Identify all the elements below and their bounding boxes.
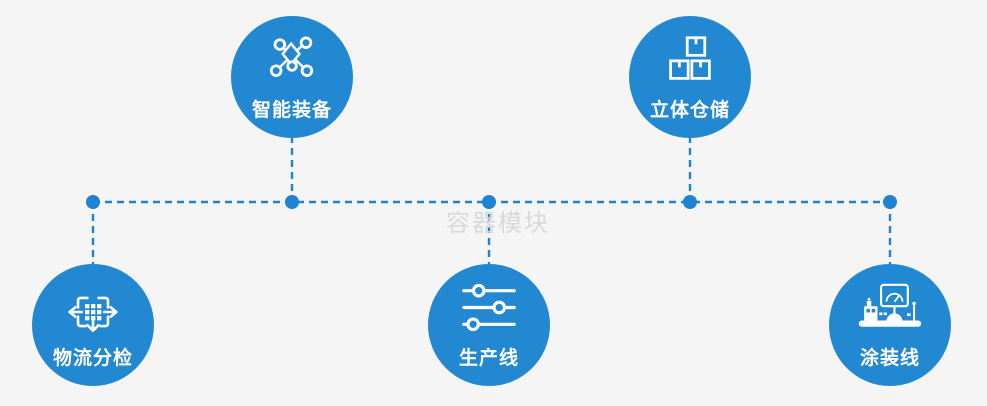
- junction-dots: [86, 195, 897, 209]
- coating-machine-icon: [857, 283, 923, 333]
- node-smart-equipment: 智能装备: [231, 16, 353, 138]
- node-label: 涂装线: [859, 348, 920, 369]
- node-logistics-sorting: 物流分检: [32, 264, 154, 386]
- node-production-line: 生产线: [428, 264, 550, 386]
- node-stereoscopic-warehouse: 立体仓储: [629, 16, 751, 138]
- watermark-text: 容器模块: [446, 210, 550, 237]
- node-label: 物流分检: [52, 348, 133, 369]
- node-coating-line: 涂装线: [829, 264, 951, 386]
- node-label: 立体仓储: [649, 100, 730, 121]
- stacked-boxes-icon: [664, 35, 716, 83]
- sliders-icon: [461, 283, 517, 332]
- sorting-arrows-icon: [63, 283, 123, 341]
- node-label: 智能装备: [251, 100, 332, 121]
- network-nodes-icon: [264, 35, 320, 84]
- node-label: 生产线: [458, 348, 519, 369]
